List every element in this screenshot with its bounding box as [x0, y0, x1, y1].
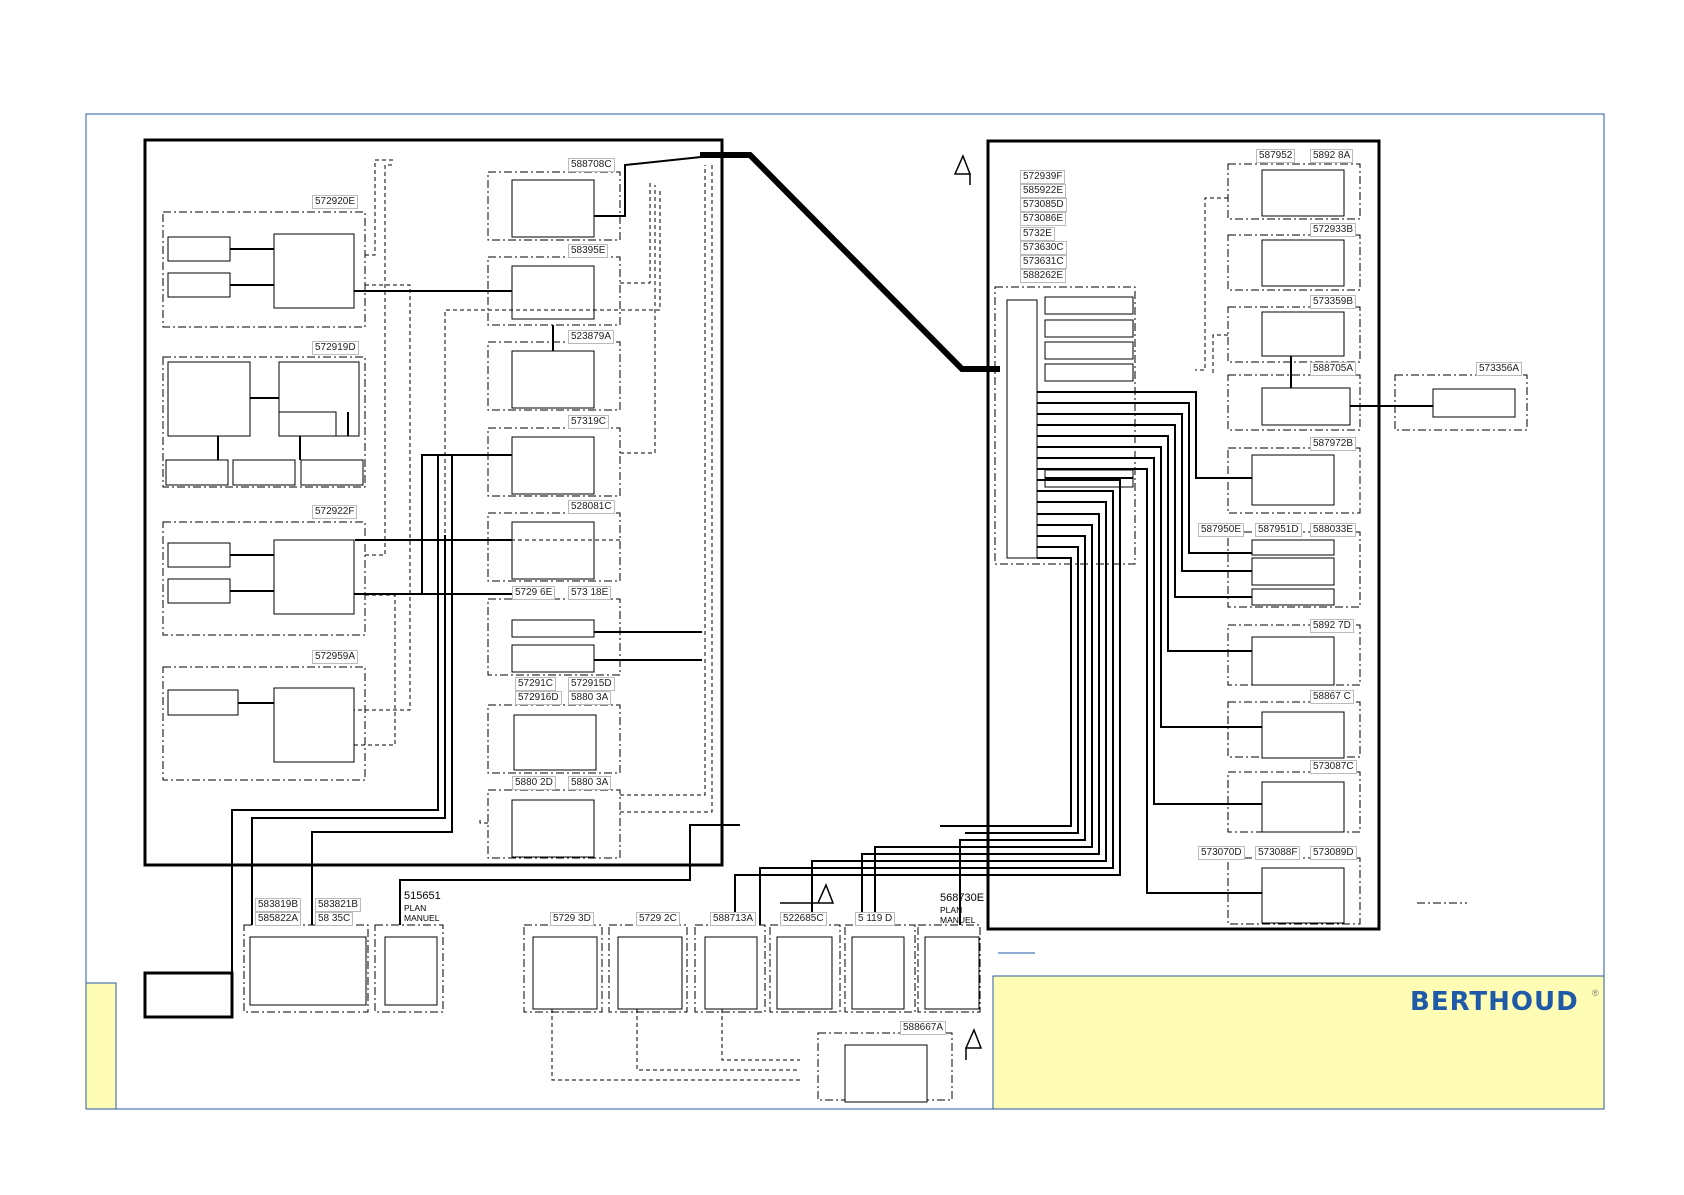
part-label: 572933B — [1310, 223, 1357, 237]
list-item: 572939F — [1020, 170, 1066, 184]
plan-ref: 568730E — [940, 892, 985, 904]
group-label: 572922F — [312, 505, 358, 519]
list-item: 573085D — [1020, 198, 1067, 212]
part-label: 58 35C — [315, 912, 354, 926]
part-label: 573088F — [1255, 846, 1301, 860]
part-label: 587952 — [1256, 149, 1296, 163]
plan-line1: PLAN — [940, 905, 963, 915]
part-label: 572916D — [515, 691, 562, 705]
brand-logo: BERTHOUD — [1410, 987, 1579, 1017]
part-label: 573356A — [1476, 362, 1523, 376]
part-label: 583821B — [315, 898, 362, 912]
part-label: 522685C — [780, 912, 827, 926]
part-label: 5892 8A — [1310, 149, 1354, 163]
part-label: 58395E — [568, 244, 609, 258]
sheet-frame — [85, 113, 1605, 1110]
list-item: 573086E — [1020, 212, 1067, 226]
part-label: 573359B — [1310, 295, 1357, 309]
list-item: 5732E — [1020, 227, 1055, 241]
part-label: 5892 7D — [1310, 619, 1354, 633]
part-label: 587951D — [1255, 523, 1302, 537]
left-enclosure — [143, 138, 724, 867]
part-label: 5880 3A — [568, 691, 612, 705]
group-label: 572920E — [312, 195, 359, 209]
part-label: 585822A — [255, 912, 302, 926]
solid-wires — [217, 154, 1433, 973]
part-label: 5729 3D — [550, 912, 594, 926]
plan-line1: PLAN — [404, 903, 427, 913]
plan-ref: 515651 — [404, 890, 441, 902]
part-label: 5 119 D — [855, 912, 896, 926]
part-label: 587972B — [1310, 437, 1357, 451]
group-label: 572959A — [312, 650, 359, 664]
registered-mark: ® — [1592, 988, 1599, 998]
part-label: 5880 2D — [512, 776, 556, 790]
right-enclosure — [986, 139, 1381, 931]
part-label: 573 18E — [568, 586, 612, 600]
part-label: 5729 2C — [636, 912, 680, 926]
part-label: 523879A — [568, 330, 615, 344]
list-item: 573630C — [1020, 241, 1067, 255]
plan-line2: MANUEL — [940, 915, 976, 925]
part-label: 5729 6E — [512, 586, 556, 600]
components — [143, 169, 1516, 1103]
part-label: 57319C — [568, 415, 610, 429]
main-trunk — [700, 152, 1000, 372]
part-label: 573089D — [1310, 846, 1357, 860]
part-label: 5880 3A — [568, 776, 612, 790]
plan-line2: MANUEL — [404, 913, 440, 923]
part-label: 573070D — [1198, 846, 1245, 860]
part-label: 588667A — [900, 1021, 947, 1035]
list-item: 585922E — [1020, 184, 1067, 198]
part-label: 572915D — [568, 677, 615, 691]
part-label: 583819B — [255, 898, 302, 912]
title-block — [992, 975, 1605, 1110]
list-item: 573631C — [1020, 255, 1067, 269]
list-item: 588262E — [1020, 269, 1067, 283]
left-tab — [85, 982, 117, 1110]
warning-marks — [780, 154, 983, 1060]
part-label: 528081C — [568, 500, 615, 514]
dashed-wires — [354, 159, 1228, 1081]
part-label: 588708C — [568, 158, 615, 172]
part-label: 58867 C — [1310, 690, 1354, 704]
part-label: 573087C — [1310, 760, 1357, 774]
part-label: 588705A — [1310, 362, 1357, 376]
part-label: 587950E — [1198, 523, 1245, 537]
part-label: 588713A — [710, 912, 757, 926]
part-label: 588033E — [1310, 523, 1357, 537]
group-label: 572919D — [312, 341, 359, 355]
part-label: 57291C — [515, 677, 557, 691]
